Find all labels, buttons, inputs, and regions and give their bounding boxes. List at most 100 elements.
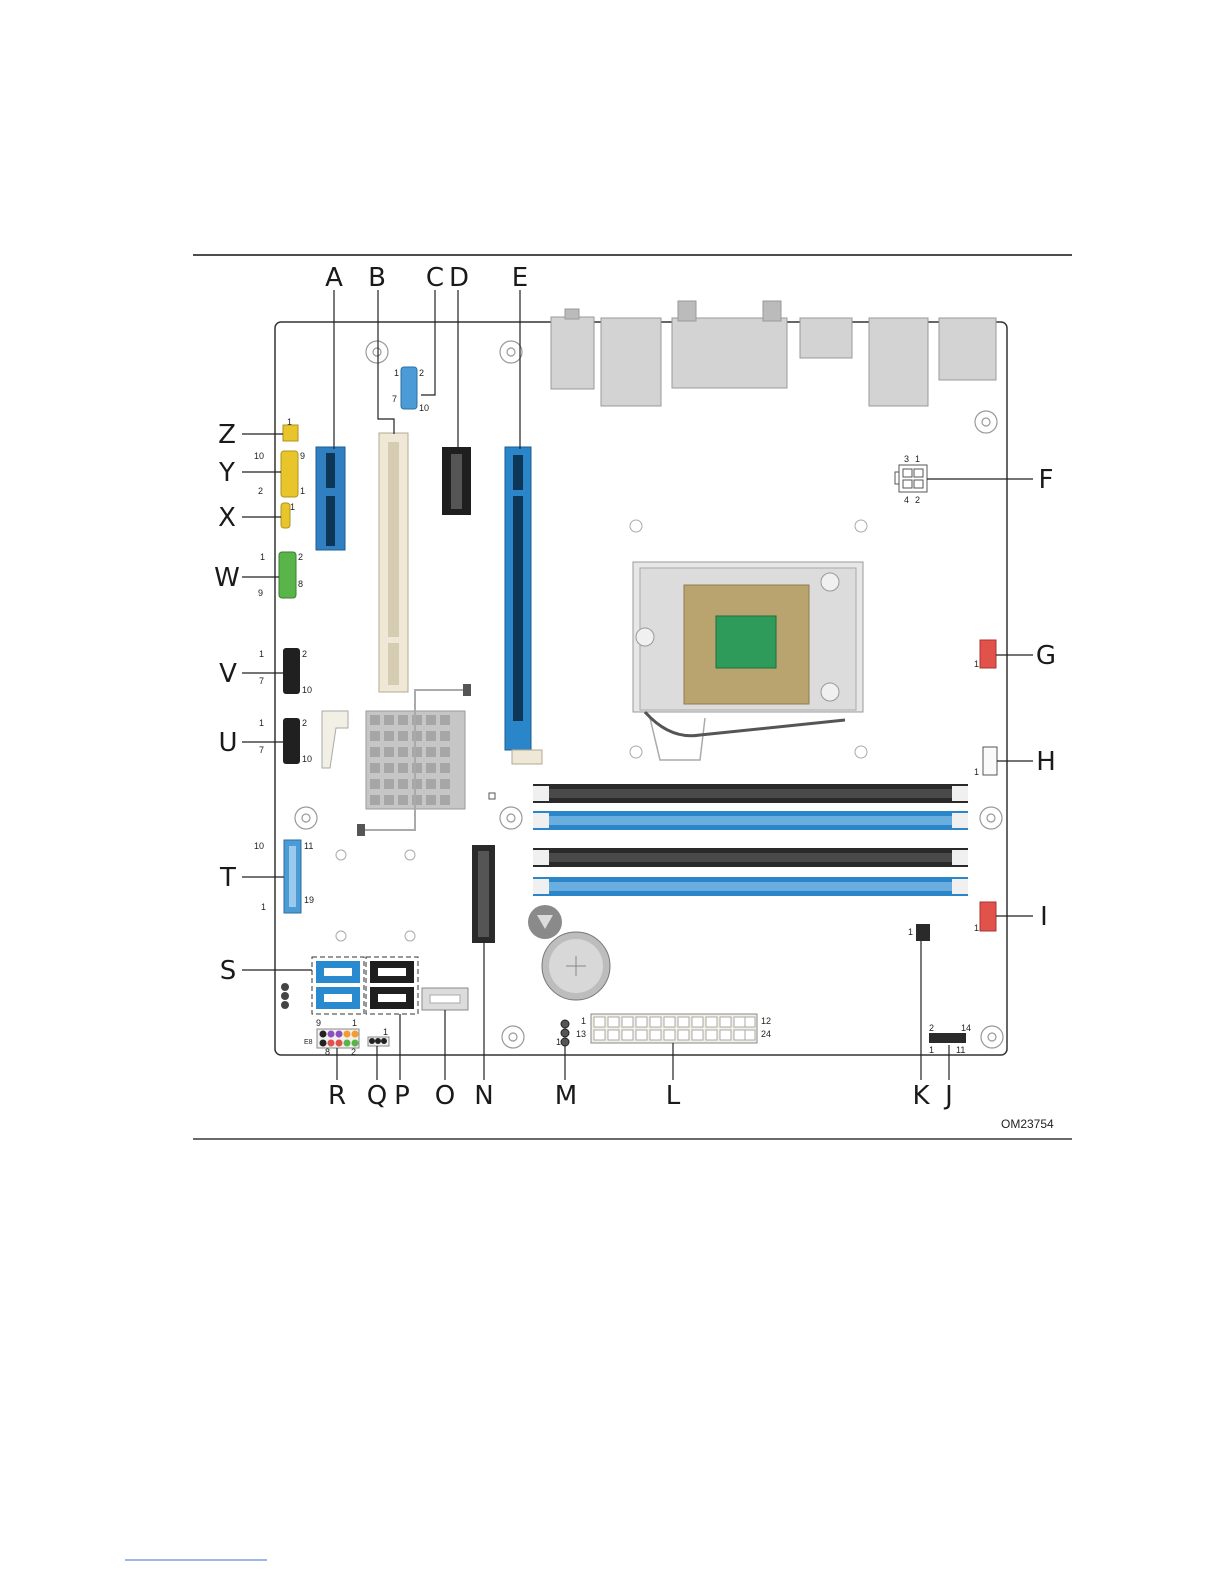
- pin-label: 2: [302, 718, 307, 728]
- callout-g: G: [1036, 641, 1056, 671]
- callout-a: A: [325, 263, 343, 293]
- pin-label: 1: [290, 502, 295, 512]
- pin-label: 7: [259, 745, 264, 755]
- pin-label: 2: [929, 1023, 934, 1033]
- pin-label: 1: [300, 486, 305, 496]
- pin-label: 1: [908, 927, 913, 937]
- fan-header-h: [983, 747, 997, 775]
- pin-label: 10: [254, 841, 264, 851]
- callout-e: E: [512, 263, 528, 293]
- pcie-x1-slot-d: [442, 447, 471, 515]
- sata-port-o: [422, 988, 468, 1010]
- pin-label: 1: [352, 1018, 357, 1028]
- pin-label: 1: [915, 454, 920, 464]
- lan-usb-stack: [869, 318, 928, 406]
- atx-power-connector-l: [591, 1014, 757, 1043]
- header-u: [283, 718, 300, 764]
- usb-port-pair: [939, 318, 996, 380]
- header-w: [279, 552, 296, 598]
- pin-label: 9: [316, 1018, 321, 1028]
- callout-z: Z: [218, 420, 236, 450]
- pin-label: 4: [904, 495, 909, 505]
- callout-i: I: [1040, 902, 1048, 932]
- mini-pcie-slot-n: [472, 845, 495, 943]
- callout-k: K: [912, 1081, 930, 1111]
- jumper-m: [561, 1020, 569, 1046]
- callout-n: N: [474, 1081, 493, 1111]
- video-port-block: [672, 318, 787, 388]
- callout-u: U: [218, 728, 237, 758]
- header-q: [368, 1037, 389, 1046]
- pin-label: 2: [915, 495, 920, 505]
- pin-label: 7: [259, 676, 264, 686]
- callout-q: Q: [367, 1081, 387, 1111]
- callout-o: O: [435, 1081, 455, 1111]
- callout-w: W: [214, 563, 240, 593]
- hdmi-port: [800, 318, 852, 358]
- pcie-x1-slot-a: [316, 447, 345, 550]
- pin-label: 10: [419, 403, 429, 413]
- pin-label: 10: [254, 451, 264, 461]
- header-misc: [281, 983, 289, 1009]
- front-panel-header-r: [317, 1029, 359, 1048]
- callout-t: T: [219, 863, 236, 893]
- callout-s: S: [220, 956, 237, 986]
- pin-label: 8: [325, 1047, 330, 1057]
- pin-label: 1: [974, 659, 979, 669]
- usb3-header-t: [284, 840, 301, 913]
- callout-r: R: [328, 1081, 346, 1111]
- pin-label: 11: [304, 841, 313, 851]
- pin-label: 12: [761, 1016, 771, 1026]
- pin-label: 1: [929, 1045, 934, 1055]
- usb-stack: [601, 318, 661, 406]
- header-y: [281, 451, 298, 497]
- pin-label: 11: [956, 1045, 965, 1055]
- atx12v-connector-f: [895, 465, 927, 492]
- callout-l: L: [666, 1081, 681, 1111]
- pin-label: 1: [974, 767, 979, 777]
- pin-label: 1: [974, 923, 979, 933]
- header-c: [401, 367, 417, 409]
- pin-label: 8: [298, 579, 303, 589]
- pin-label: 2: [419, 368, 424, 378]
- callout-v: V: [219, 659, 237, 689]
- header-j: [929, 1033, 966, 1043]
- pin-label: 10: [302, 754, 312, 764]
- pin-label: 9: [258, 588, 263, 598]
- pin-label: 1: [259, 718, 264, 728]
- pin-label: 1: [581, 1016, 586, 1026]
- callout-y: Y: [218, 458, 235, 488]
- pin-label: 1: [556, 1037, 561, 1047]
- pin-label: 13: [576, 1029, 586, 1039]
- audio-jack-stack: [551, 317, 594, 389]
- pin-label: E8: [304, 1039, 313, 1046]
- pin-label: 24: [761, 1029, 771, 1039]
- pin-label: 2: [258, 486, 263, 496]
- callout-h: H: [1036, 747, 1056, 777]
- callout-d: D: [449, 263, 469, 293]
- pin-label: 19: [304, 895, 314, 905]
- fan-header-g: [980, 640, 996, 668]
- header-z: [283, 425, 298, 441]
- pci-slot-b: [379, 433, 408, 692]
- pin-label: 2: [351, 1047, 356, 1057]
- pin-label: 1: [287, 417, 292, 427]
- figure-id: OM23754: [1001, 1117, 1054, 1131]
- pin-label: 9: [300, 451, 305, 461]
- pin-label: 14: [961, 1023, 971, 1033]
- callout-f: F: [1039, 465, 1054, 495]
- pin-label: 2: [298, 552, 303, 562]
- callout-b: B: [368, 263, 386, 293]
- pin-label: 1: [383, 1027, 388, 1037]
- callout-p: P: [394, 1081, 410, 1111]
- callout-c: C: [426, 263, 444, 293]
- pin-label: 10: [302, 685, 312, 695]
- pin-label: 3: [904, 454, 909, 464]
- pin-label: 7: [392, 394, 397, 404]
- fan-header-i: [980, 902, 996, 931]
- header-v: [283, 648, 300, 694]
- callout-x: X: [218, 503, 236, 533]
- pin-label: 1: [394, 368, 399, 378]
- header-x: [281, 503, 290, 528]
